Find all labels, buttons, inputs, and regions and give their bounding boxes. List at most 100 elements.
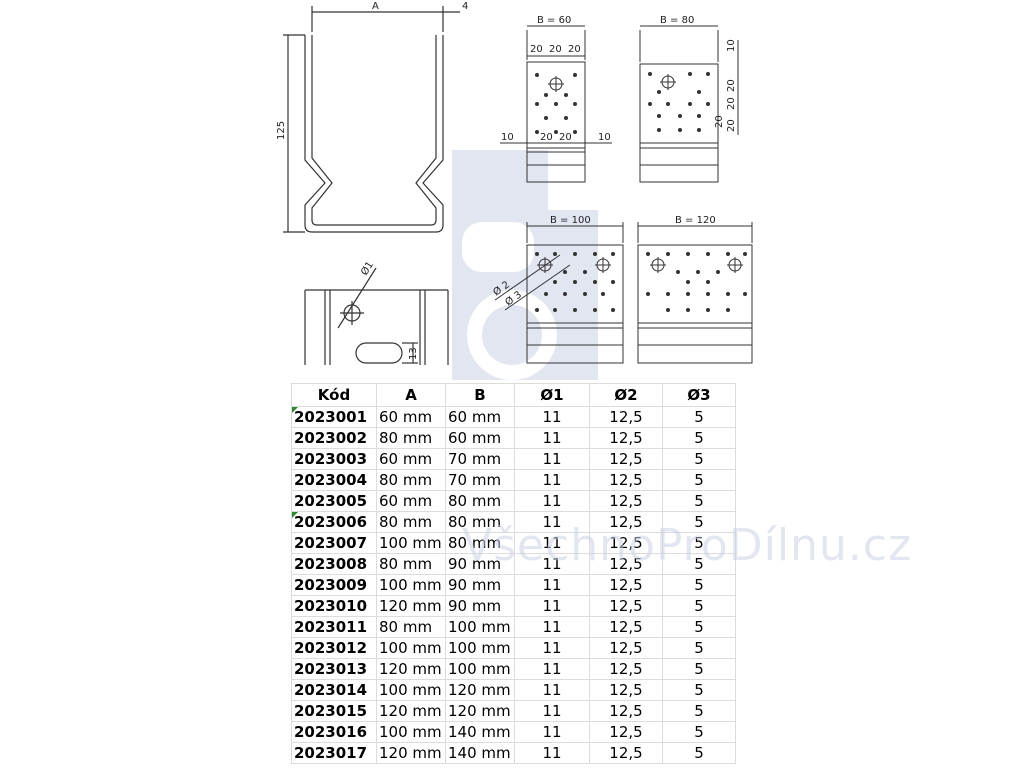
- b60-top-spacing-2: 20: [549, 44, 562, 55]
- cell-d2-value: 12,5: [589, 406, 663, 428]
- cell-d2-value: 12,5: [589, 469, 663, 491]
- cell-d3-value: 5: [662, 595, 736, 617]
- cell-code: 2023004: [291, 469, 377, 491]
- cell-code: 2023013: [291, 658, 377, 680]
- cell-b-value: 100 mm: [445, 616, 515, 638]
- cell-b-value: 140 mm: [445, 721, 515, 743]
- cell-d3-value: 5: [662, 406, 736, 428]
- technical-drawing: A 4 125 Ø1 13: [276, 1, 753, 380]
- cell-b-value: 60 mm: [445, 406, 515, 428]
- header-a: A: [376, 383, 446, 407]
- cell-d3-value: 5: [662, 490, 736, 512]
- cell-a-value: 80 mm: [376, 469, 446, 491]
- cell-d3-value: 5: [662, 553, 736, 575]
- cell-b-value: 80 mm: [445, 511, 515, 533]
- cell-d2-value: 12,5: [589, 427, 663, 449]
- plate-b80-title: B = 80: [660, 15, 694, 26]
- cell-code: 2023002: [291, 427, 377, 449]
- cell-d2-value: 12,5: [589, 637, 663, 659]
- cell-a-value: 100 mm: [376, 721, 446, 743]
- header-d2: Ø2: [589, 383, 663, 407]
- cell-d1-value: 11: [514, 490, 590, 512]
- cell-d2-value: 12,5: [589, 616, 663, 638]
- cell-a-value: 80 mm: [376, 427, 446, 449]
- cell-a-value: 80 mm: [376, 511, 446, 533]
- cell-code: 2023007: [291, 532, 377, 554]
- cell-d3-value: 5: [662, 448, 736, 470]
- cell-b-value: 90 mm: [445, 595, 515, 617]
- header-d3: Ø3: [662, 383, 736, 407]
- cell-d2-value: 12,5: [589, 574, 663, 596]
- cell-code: 2023011: [291, 616, 377, 638]
- header-d1: Ø1: [514, 383, 590, 407]
- side-view: [283, 6, 460, 233]
- cell-code: 2023001: [291, 406, 377, 428]
- cell-b-value: 90 mm: [445, 574, 515, 596]
- dim-slot-label: 13: [408, 347, 419, 360]
- cell-d2-value: 12,5: [589, 700, 663, 722]
- cell-d2-value: 12,5: [589, 553, 663, 575]
- plate-b120-holes: [646, 252, 747, 312]
- cell-d3-value: 5: [662, 616, 736, 638]
- cell-code: 2023014: [291, 679, 377, 701]
- cell-a-value: 100 mm: [376, 637, 446, 659]
- plate-b120-title: B = 120: [675, 215, 716, 226]
- cell-d1-value: 11: [514, 700, 590, 722]
- cell-d3-value: 5: [662, 658, 736, 680]
- b80-right-spacing-3: 20: [714, 115, 725, 128]
- plate-b100-holes: [535, 252, 615, 312]
- cell-d2-value: 12,5: [589, 448, 663, 470]
- cell-a-value: 100 mm: [376, 679, 446, 701]
- cell-d2-value: 12,5: [589, 742, 663, 764]
- cell-code: 2023016: [291, 721, 377, 743]
- b80-right-spacing-2: 20: [726, 97, 737, 110]
- cell-b-value: 100 mm: [445, 658, 515, 680]
- cell-a-value: 80 mm: [376, 553, 446, 575]
- cell-d2-value: 12,5: [589, 490, 663, 512]
- hole-view: [304, 267, 449, 365]
- cell-b-value: 70 mm: [445, 448, 515, 470]
- cell-d1-value: 11: [514, 427, 590, 449]
- cell-flag-icon: [292, 512, 298, 518]
- cell-d1-value: 11: [514, 721, 590, 743]
- cell-a-value: 60 mm: [376, 490, 446, 512]
- cell-d3-value: 5: [662, 637, 736, 659]
- cell-d3-value: 5: [662, 469, 736, 491]
- b80-edge-top: 10: [726, 39, 737, 52]
- cell-code: 2023008: [291, 553, 377, 575]
- cell-b-value: 80 mm: [445, 490, 515, 512]
- cell-b-value: 120 mm: [445, 679, 515, 701]
- cell-b-value: 120 mm: [445, 700, 515, 722]
- cell-d2-value: 12,5: [589, 679, 663, 701]
- spec-header-row: Kód A B Ø1 Ø2 Ø3: [291, 383, 736, 407]
- b60-bottom-spacing-2: 20: [559, 132, 572, 143]
- b60-edge-left: 10: [501, 132, 514, 143]
- cell-a-value: 120 mm: [376, 658, 446, 680]
- b60-top-spacing-1: 20: [530, 44, 543, 55]
- b80-right-spacing-1: 20: [726, 79, 737, 92]
- cell-code: 2023005: [291, 490, 377, 512]
- cell-d2-value: 12,5: [589, 721, 663, 743]
- cell-code: 2023003: [291, 448, 377, 470]
- cell-d3-value: 5: [662, 574, 736, 596]
- header-code: Kód: [291, 383, 377, 407]
- cell-d1-value: 11: [514, 532, 590, 554]
- cell-code: 2023012: [291, 637, 377, 659]
- cell-a-value: 120 mm: [376, 742, 446, 764]
- plate-b60-title: B = 60: [537, 15, 571, 26]
- cell-d1-value: 11: [514, 637, 590, 659]
- cell-d1-value: 11: [514, 742, 590, 764]
- cell-d3-value: 5: [662, 532, 736, 554]
- dim-thickness-label: 4: [462, 1, 468, 12]
- b60-bottom-spacing-1: 20: [540, 132, 553, 143]
- cell-d2-value: 12,5: [589, 511, 663, 533]
- cell-b-value: 70 mm: [445, 469, 515, 491]
- plate-b60-holes: [535, 73, 577, 134]
